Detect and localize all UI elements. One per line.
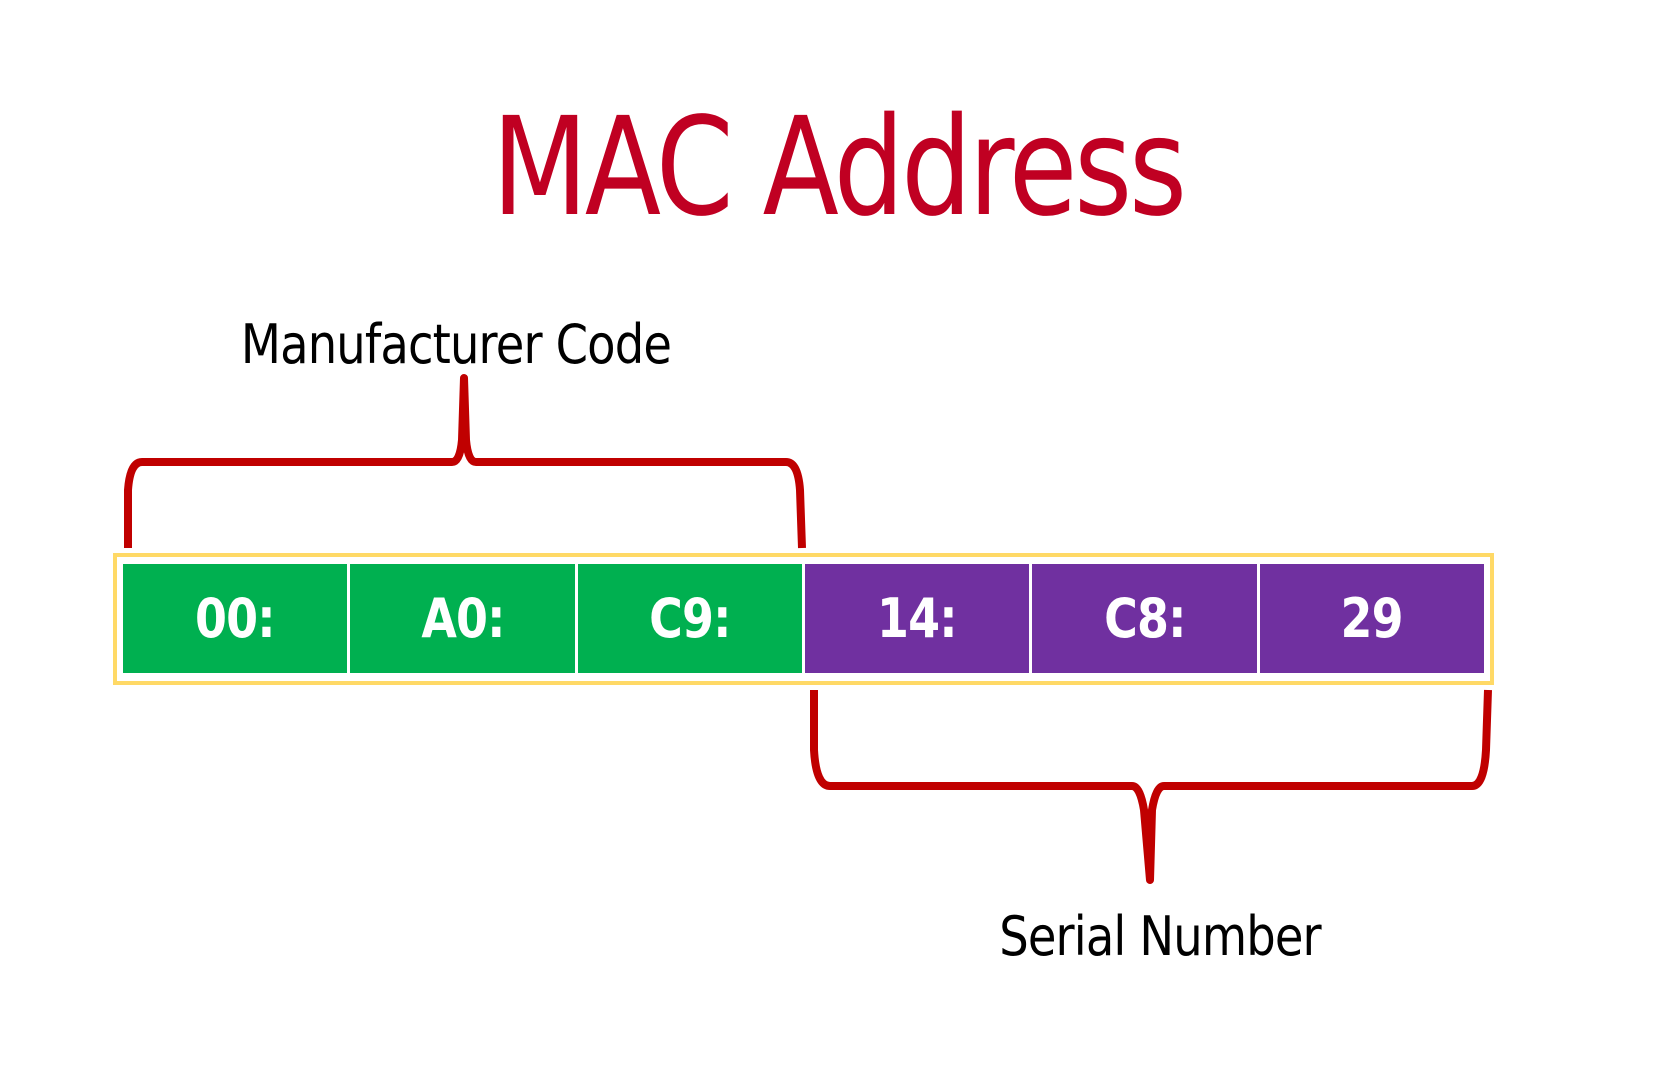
octet-value: C9: (649, 587, 731, 650)
octet-cell-manufacturer: C9: (577, 564, 805, 673)
manufacturer-brace (124, 374, 806, 549)
serial-brace (810, 689, 1492, 884)
octet-value: C8: (1103, 587, 1186, 650)
octet-value: 29 (1340, 587, 1404, 650)
serial-number-label: Serial Number (999, 905, 1321, 968)
octet-value: A0: (420, 587, 505, 650)
mac-address-frame (113, 553, 1494, 685)
octet-cell-manufacturer: 00: (123, 564, 351, 673)
octet-cell-manufacturer: A0: (350, 564, 578, 673)
manufacturer-code-label: Manufacturer Code (240, 313, 672, 376)
octet-value: 14: (877, 587, 958, 650)
octet-cell-serial: C8: (1032, 564, 1260, 673)
diagram-title: MAC Address (491, 89, 1187, 247)
octet-cell-serial: 14: (804, 564, 1033, 673)
octet-value: 00: (195, 587, 276, 650)
octet-cell-serial: 29 (1259, 564, 1484, 673)
mac-octets: 00: A0: C9: 14: C8: 29 (123, 564, 1484, 673)
